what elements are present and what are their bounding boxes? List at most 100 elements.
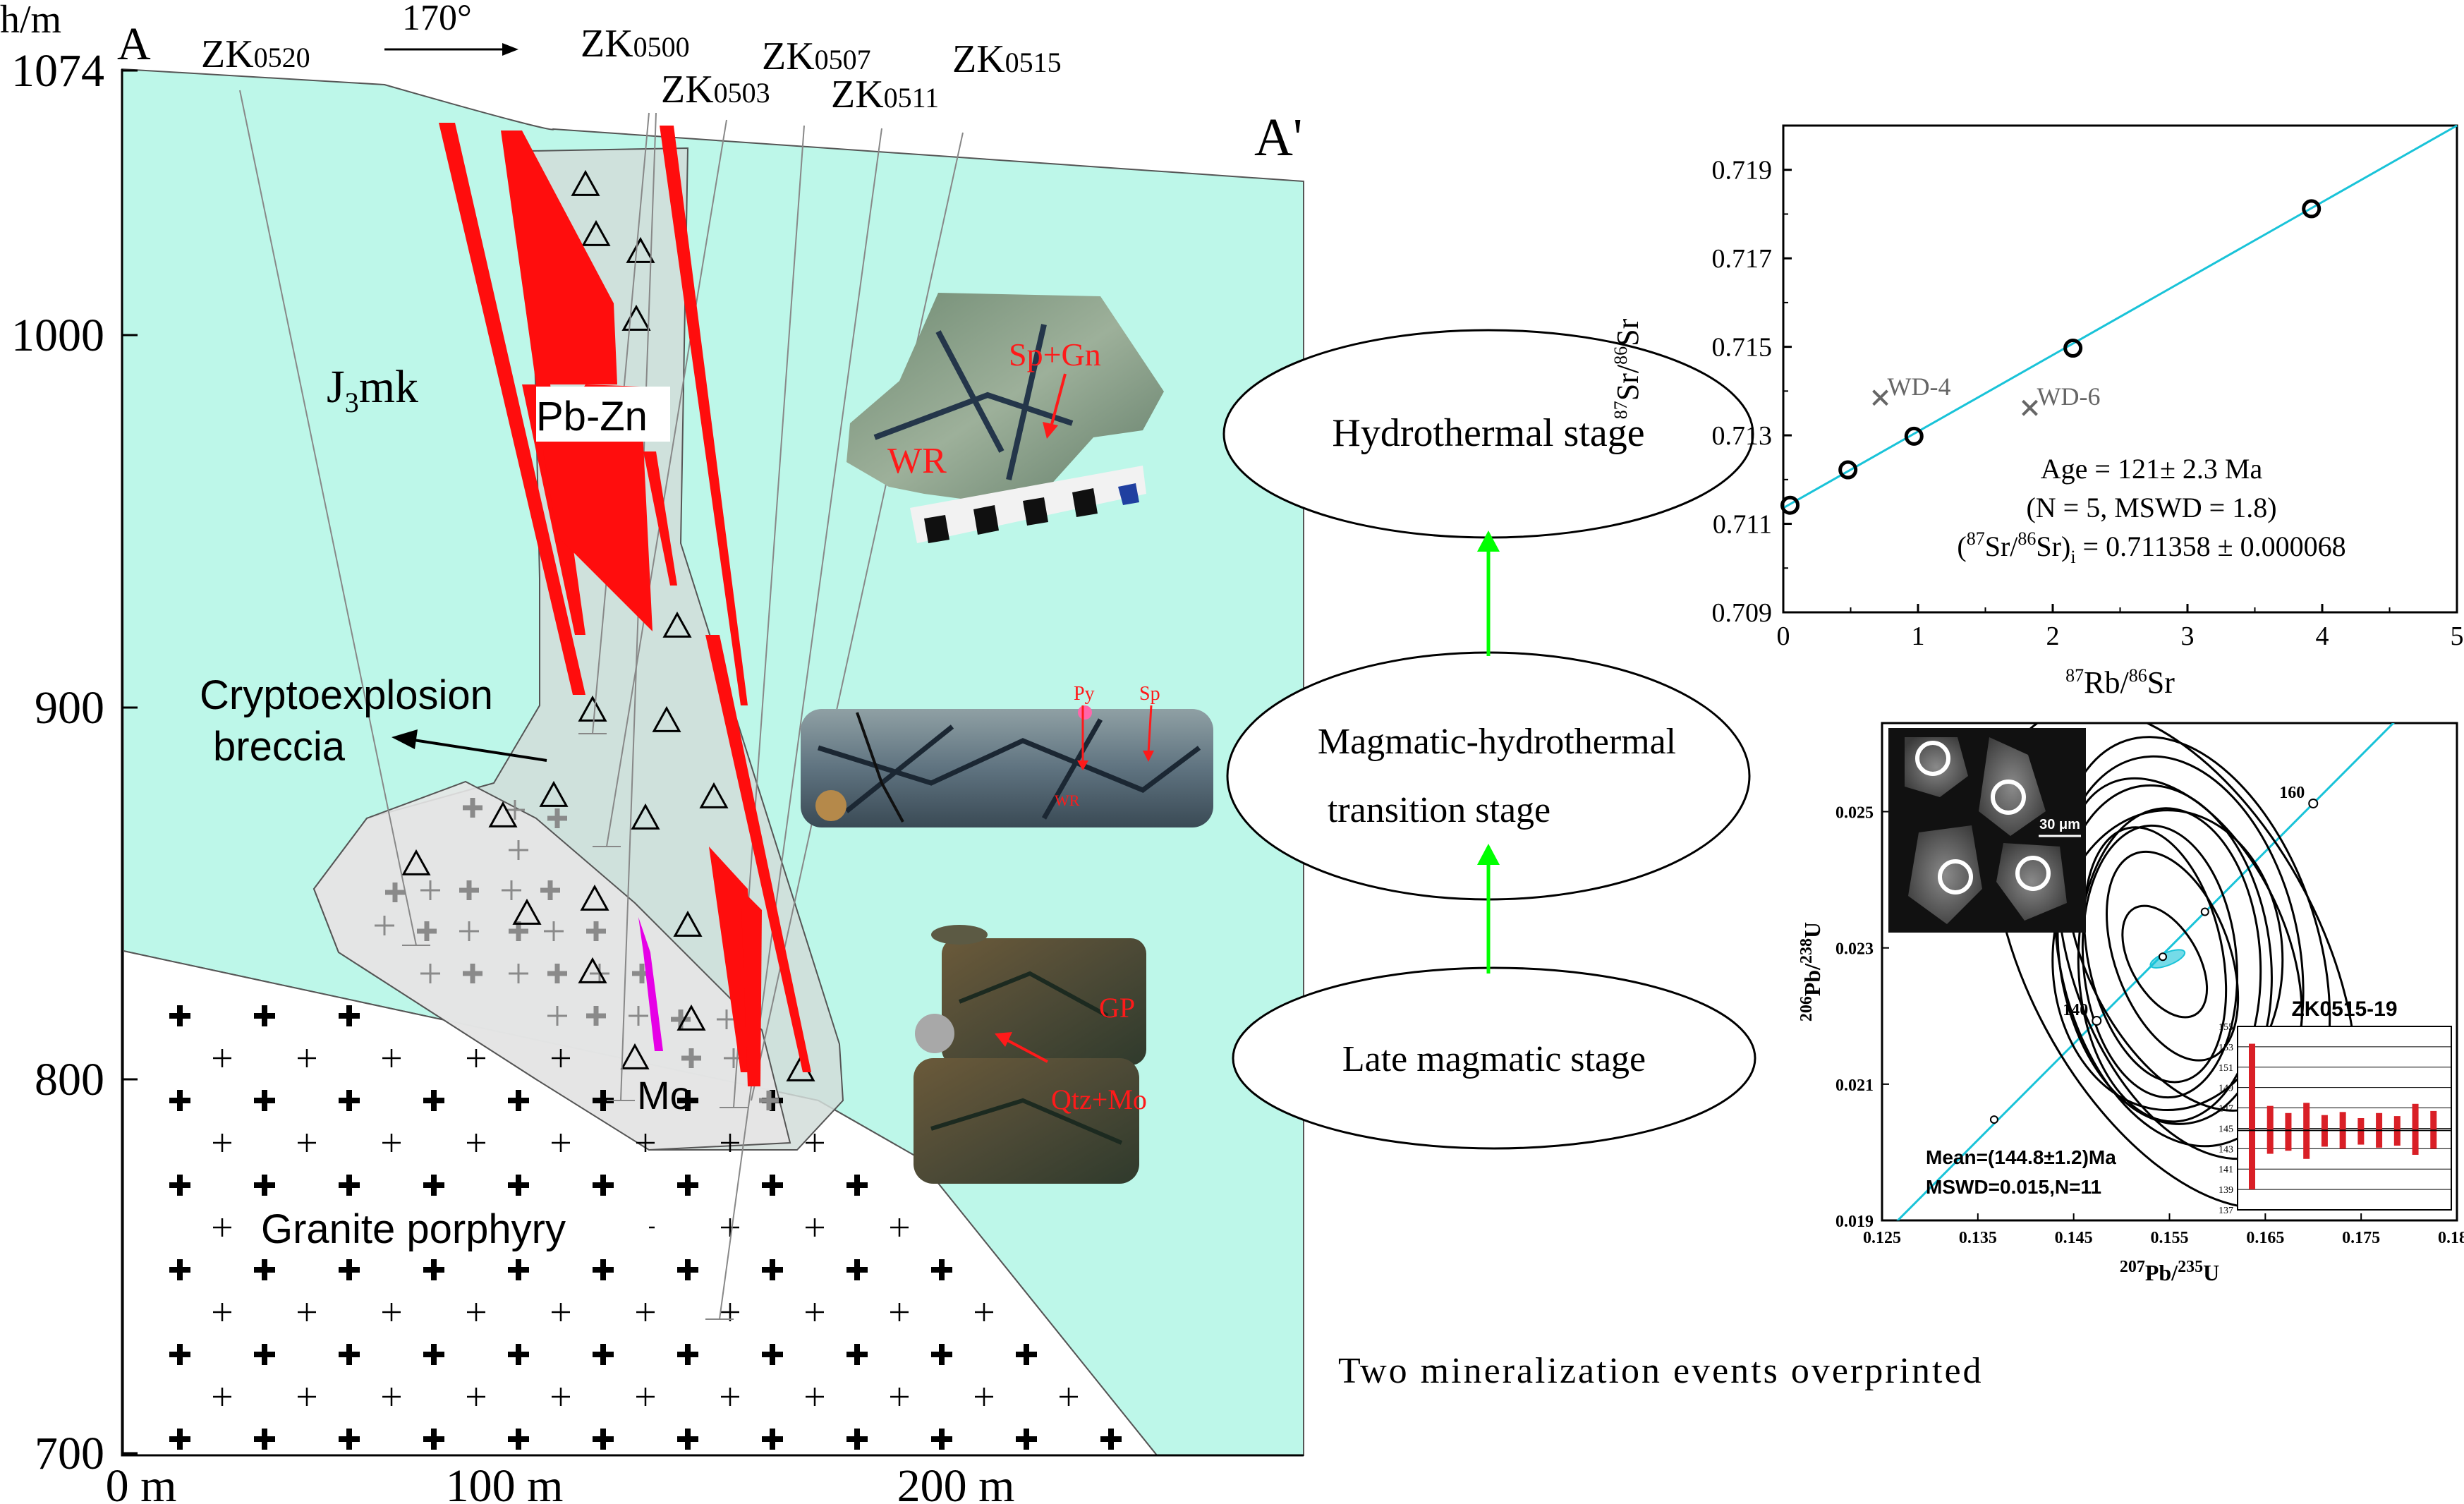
upb-concordia-line	[1896, 723, 2395, 1220]
granite-cross	[846, 1344, 868, 1365]
granite-cross	[339, 1005, 360, 1026]
granite-cross	[339, 1259, 360, 1280]
granite-cross	[846, 1259, 868, 1280]
granite-cross	[213, 1218, 231, 1237]
breccia-cross	[420, 964, 440, 983]
rbsr-data-point	[1904, 426, 1924, 446]
breccia-cross	[417, 921, 437, 941]
granite-cross	[254, 1175, 275, 1196]
photo1-label1: Sp+Gn	[1009, 336, 1101, 372]
photo2-label1: Py	[1074, 683, 1095, 705]
elevation-tick-label: 900	[35, 682, 104, 734]
breccia-clast	[571, 169, 600, 196]
granite-cross	[508, 1090, 529, 1111]
breccia-cross	[463, 964, 483, 983]
upb-concordia-age-marker	[2308, 798, 2319, 808]
granite-cross	[890, 1303, 909, 1321]
granite-cross	[382, 1134, 401, 1152]
upb-x-tick-label: 0.165	[2246, 1229, 2284, 1247]
upb-concordia-age-label: 160	[2279, 784, 2305, 802]
rbsr-y-tick-label: 0.719	[1712, 156, 1773, 186]
granite-cross	[382, 1303, 401, 1321]
granite-cross	[677, 1259, 698, 1280]
upb-inset-tick-label: 151	[2219, 1063, 2233, 1074]
granite-cross	[677, 1175, 698, 1196]
granite-cross	[762, 1175, 783, 1196]
analysis-spot	[1915, 741, 1950, 776]
rbsr-y-tick-label: 0.709	[1712, 598, 1773, 628]
profile-start-label: A	[117, 18, 151, 70]
upb-inset-bar	[2285, 1112, 2292, 1151]
upb-x-tick-label: 0.155	[2151, 1229, 2189, 1247]
breccia-cross	[547, 964, 567, 983]
upb-inset-tick-label: 143	[2219, 1144, 2233, 1155]
rbsr-x-tick-label: 3	[2181, 621, 2195, 651]
granite-cross	[721, 1388, 739, 1406]
granite-pattern	[169, 798, 1122, 1450]
photo-ore-sp-gn: Sp+Gn WR	[846, 293, 1164, 543]
granite-cross	[254, 1429, 275, 1450]
breccia-clast	[652, 705, 681, 732]
breccia-clast	[626, 236, 655, 263]
rbsr-x-tick-label: 1	[1912, 621, 1925, 651]
breccia-cross	[509, 840, 528, 860]
elevation-tick-label: 1000	[11, 310, 104, 361]
photo2-label3: WR	[1055, 792, 1080, 809]
granite-cross	[382, 1388, 401, 1406]
rbsr-y-tick-label: 0.715	[1712, 333, 1773, 363]
granite-cross	[890, 1218, 909, 1237]
rbsr-plot-frame	[1782, 124, 2458, 614]
elevation-tick-label: 700	[35, 1428, 104, 1479]
breccia-clast	[401, 849, 431, 875]
granite-cross	[931, 1429, 952, 1450]
breccia-cross	[463, 798, 483, 818]
granite-cross	[721, 1303, 739, 1321]
breccia-clast	[539, 780, 569, 807]
upb-inset-tick-label: 153	[2219, 1043, 2233, 1053]
granite-cross	[169, 1429, 190, 1450]
upb-x-axis-label: 207Pb/235U	[2120, 1258, 2219, 1285]
granite-cross	[508, 1429, 529, 1450]
granite-cross	[552, 1049, 570, 1067]
granite-cross	[423, 1344, 444, 1365]
rbsr-outlier-label: WD-4	[1888, 372, 1951, 401]
breccia-cross	[502, 880, 521, 900]
granite-cross	[467, 1049, 485, 1067]
granite-cross	[508, 1344, 529, 1365]
upb-x-tick-label: 0.125	[1863, 1229, 1901, 1247]
breccia-clast	[512, 898, 542, 925]
breccia-clast	[581, 219, 611, 246]
breccia-clast	[580, 884, 609, 911]
granite-cross	[677, 1429, 698, 1450]
upb-inset-tick-label: 139	[2219, 1185, 2233, 1196]
upb-error-ellipse	[2121, 904, 2209, 1019]
upb-error-ellipse	[2106, 850, 2240, 1062]
granite-cross	[339, 1175, 360, 1196]
upb-error-ellipse	[2077, 807, 2262, 1123]
upb-inset-tick-label: 149	[2219, 1084, 2233, 1094]
upb-mean-text: Mean=(144.8±1.2)Ma	[1926, 1146, 2116, 1168]
breccia-cross	[759, 1091, 779, 1110]
breccia-cross	[509, 964, 528, 983]
granite-cross	[552, 1388, 570, 1406]
upb-error-ellipse	[2053, 755, 2305, 1148]
granite-cross	[339, 1429, 360, 1450]
breccia-cross	[459, 921, 479, 941]
granite-cross	[806, 1218, 824, 1237]
upb-inset-bar	[2249, 1043, 2255, 1190]
granite-cross	[467, 1134, 485, 1152]
rbsr-data-point	[2063, 339, 2083, 358]
upb-error-ellipse	[2051, 809, 2284, 1112]
rbsr-x-tick-label: 2	[2046, 621, 2060, 651]
analysis-spot	[1991, 780, 2026, 815]
granite-cross	[298, 1049, 316, 1067]
upb-inset-tick-label: 137	[2219, 1206, 2233, 1216]
granite-cross	[806, 1303, 824, 1321]
breccia-cross	[420, 880, 440, 900]
drillhole-label: ZK0500	[581, 22, 690, 66]
upb-error-ellipse	[2083, 826, 2228, 1084]
upb-concordia-age-label: 140	[2063, 1001, 2088, 1019]
breccia-arrow-head	[392, 729, 418, 749]
granite-cross	[931, 1259, 952, 1280]
